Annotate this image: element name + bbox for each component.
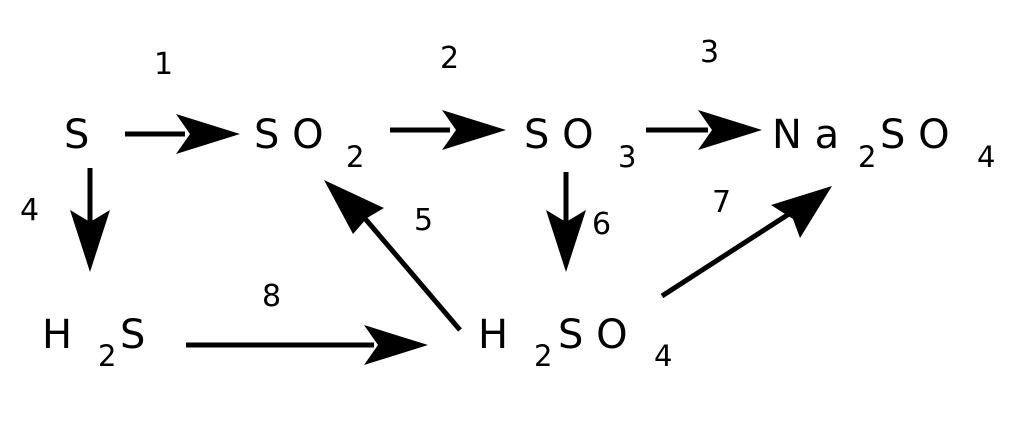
compound-h2so4-subscript-a: 2 (534, 339, 552, 373)
compound-h2s-main-b: S (120, 312, 145, 358)
compound-so3-main: S O (524, 112, 594, 158)
reaction-arrow-8 (186, 325, 428, 365)
reaction-arrow-1 (125, 114, 240, 154)
step-number-8: 8 (262, 279, 281, 314)
step-number-2: 2 (440, 41, 459, 76)
compound-so2: S O 2 (254, 112, 364, 174)
compound-h2s-main-a: H (42, 312, 72, 358)
compound-h2so4-subscript-b: 4 (654, 339, 672, 373)
compound-so2-subscript: 2 (346, 140, 364, 174)
compound-so2-main: S O (254, 112, 324, 158)
step-number-3: 3 (700, 35, 719, 70)
compound-na2so4-subscript-a: 2 (858, 140, 876, 174)
reaction-arrow-4 (70, 168, 110, 272)
compound-so3: S O 3 (524, 112, 636, 174)
compound-h2so4-main-a: H (478, 312, 508, 358)
step-number-5: 5 (414, 203, 433, 238)
reaction-arrow-3 (646, 110, 762, 150)
compound-s-symbol: S (64, 112, 89, 158)
compound-h2s-subscript-a: 2 (98, 339, 116, 373)
compound-na2so4-subscript-b: 4 (977, 140, 995, 174)
step-number-6: 6 (592, 207, 611, 242)
step-number-1: 1 (154, 47, 173, 82)
step-number-4: 4 (20, 193, 39, 228)
compound-na2so4: N a 2 S O 4 (772, 112, 995, 174)
reaction-arrow-7 (660, 186, 832, 299)
reaction-arrow-6 (546, 172, 586, 272)
compound-na2so4-main-a: N a (772, 112, 839, 158)
reaction-arrow-2 (390, 110, 506, 150)
compound-h2so4: H 2 S O 4 (478, 312, 672, 373)
compound-s: S (64, 112, 89, 158)
compound-h2so4-main-b: S O (558, 312, 628, 358)
step-number-7: 7 (712, 185, 731, 220)
compound-h2s: H 2 S (42, 312, 145, 373)
compound-so3-subscript: 3 (618, 140, 636, 174)
reaction-arrow-5 (324, 180, 462, 332)
compound-na2so4-main-b: S O (880, 112, 950, 158)
